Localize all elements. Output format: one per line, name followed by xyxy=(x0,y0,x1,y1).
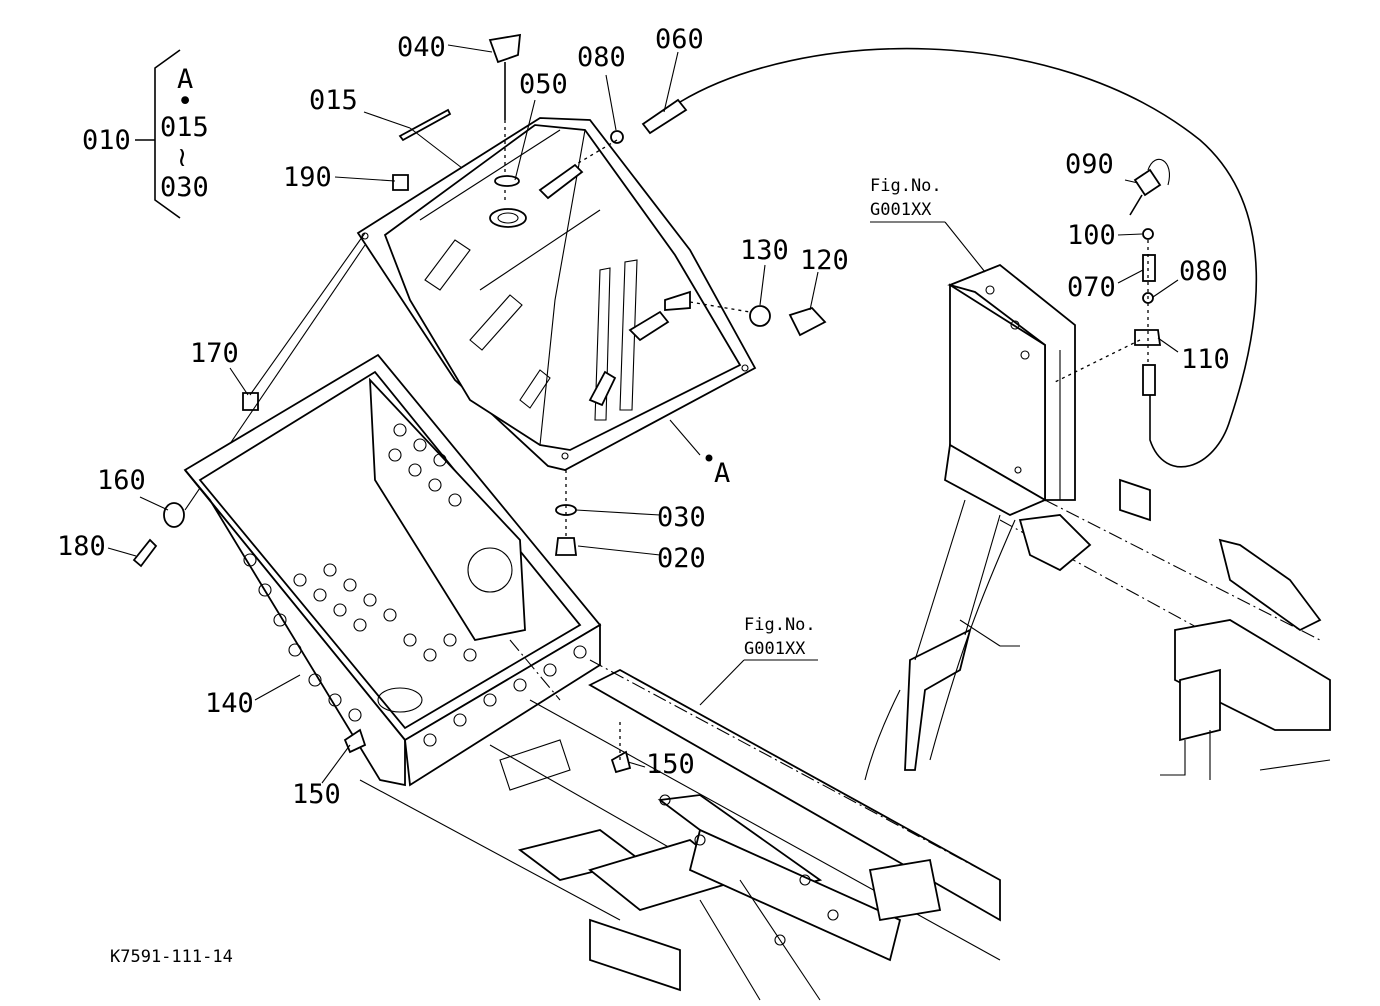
bolt-180 xyxy=(132,538,158,568)
callout-080a: 080 xyxy=(577,42,626,73)
nut-020 xyxy=(554,537,578,556)
right-side-bracket xyxy=(864,221,1331,781)
bolt-150b xyxy=(610,750,632,774)
clamp-100 xyxy=(1142,228,1154,240)
tray-holes xyxy=(243,423,587,747)
view-marker-dot xyxy=(705,454,713,462)
callout-190: 190 xyxy=(283,162,332,193)
bracket-dot: • xyxy=(177,86,193,117)
callouts: 040 050 080 060 015 190 130 120 170 160 … xyxy=(57,24,1230,810)
bracket-top-label: A xyxy=(177,64,193,95)
fig-ref-1-code: G001XX xyxy=(870,200,932,220)
hose-assembly xyxy=(1054,158,1170,396)
callout-140: 140 xyxy=(205,688,254,719)
callout-080b: 080 xyxy=(1179,256,1228,287)
callout-180: 180 xyxy=(57,531,106,562)
callout-070: 070 xyxy=(1067,272,1116,303)
callout-150a: 150 xyxy=(292,779,341,810)
hose-070 xyxy=(1142,254,1156,282)
callout-150b: 150 xyxy=(646,749,695,780)
bracket-tilde: ≀ xyxy=(177,142,187,173)
clip-110 xyxy=(1134,329,1162,346)
view-marker-a: A xyxy=(714,458,730,489)
callout-170: 170 xyxy=(190,338,239,369)
drawing-code: K7591-111-14 xyxy=(110,947,233,967)
callout-130: 130 xyxy=(740,235,789,266)
fig-ref-2-code: G001XX xyxy=(744,639,806,659)
fuel-tank xyxy=(356,117,757,471)
bracket-from-label: 015 xyxy=(160,112,209,143)
frame-chassis xyxy=(359,639,1001,1001)
callout-120: 120 xyxy=(800,245,849,276)
hose-060 xyxy=(641,98,688,135)
fig-ref-2: Fig.No. G001XX xyxy=(744,615,816,659)
tray-140 xyxy=(183,353,602,787)
nut-190 xyxy=(392,174,409,191)
tank-cap xyxy=(488,33,522,200)
strap-015 xyxy=(398,108,452,142)
callout-010: 010 xyxy=(82,125,131,156)
callout-100: 100 xyxy=(1067,220,1116,251)
hose-090 xyxy=(1133,168,1162,197)
fuel-hose-cable xyxy=(679,47,1258,468)
clamp-080a xyxy=(610,130,624,144)
fig-ref-1-title: Fig.No. xyxy=(870,176,942,196)
callout-015: 015 xyxy=(309,85,358,116)
callout-060: 060 xyxy=(655,24,704,55)
callout-110: 110 xyxy=(1181,344,1230,375)
hose-lower xyxy=(1142,364,1156,396)
o-ring-050 xyxy=(494,175,520,187)
callout-040: 040 xyxy=(397,32,446,63)
callout-020: 020 xyxy=(657,543,706,574)
cap-120 xyxy=(788,306,827,337)
fig-ref-2-title: Fig.No. xyxy=(744,615,816,635)
nut-170 xyxy=(242,392,259,411)
callout-050: 050 xyxy=(519,69,568,100)
callout-160: 160 xyxy=(97,465,146,496)
fig-ref-1: Fig.No. G001XX xyxy=(870,176,942,220)
cushion-160 xyxy=(163,502,185,528)
callout-030: 030 xyxy=(657,502,706,533)
bracket-to-label: 030 xyxy=(160,172,209,203)
clamp-130 xyxy=(749,305,771,327)
group-bracket: 010 A • 015 ≀ 030 xyxy=(82,49,209,219)
leader-lines xyxy=(107,44,1179,784)
hose-fitting xyxy=(664,290,691,311)
callout-090: 090 xyxy=(1065,149,1114,180)
